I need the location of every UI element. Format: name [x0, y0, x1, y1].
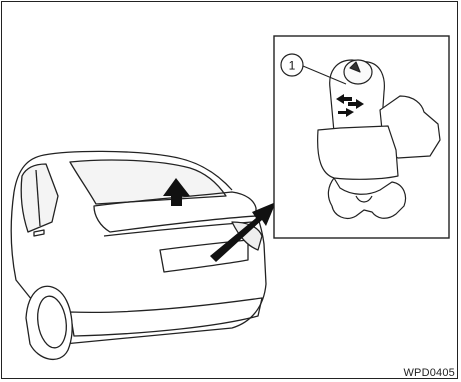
rear-bumper	[70, 298, 262, 336]
figure-code: WPD0405	[403, 367, 455, 379]
rear-wheel	[26, 286, 72, 359]
callout-number: 1	[289, 59, 296, 73]
car-illustration	[11, 151, 266, 359]
diagonal-arrow-icon	[210, 202, 276, 262]
